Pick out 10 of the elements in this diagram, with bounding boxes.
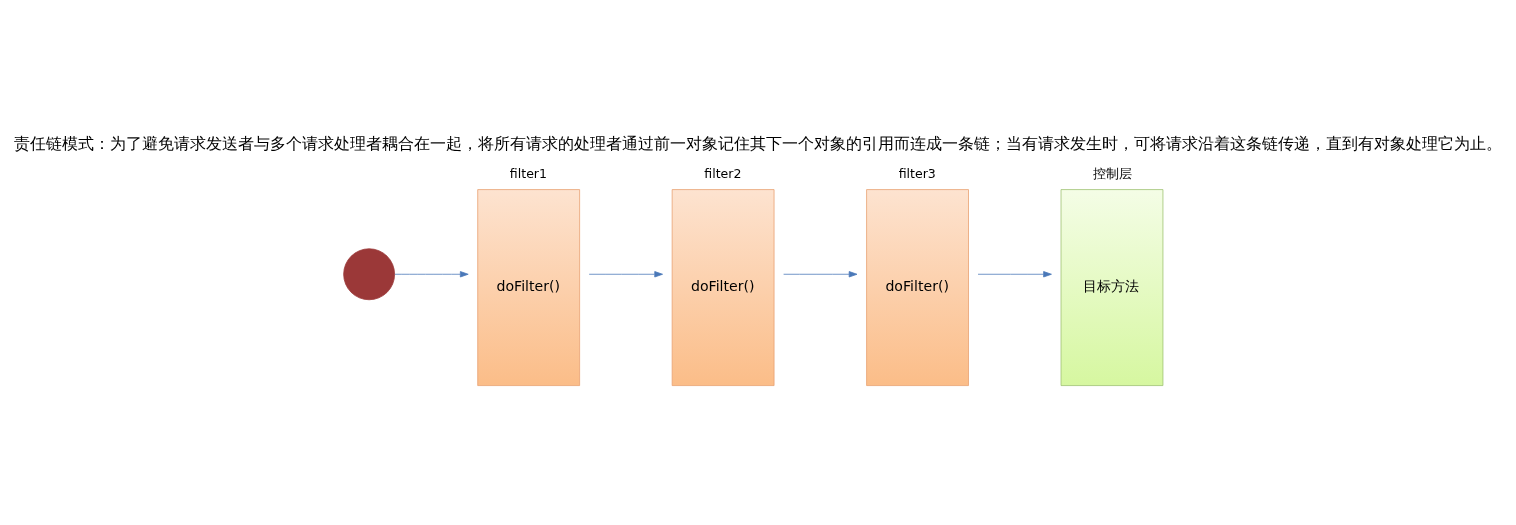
node-label: filter3 — [898, 165, 936, 181]
arrow — [783, 271, 858, 278]
node-label: 控制层 — [1093, 165, 1133, 181]
arrow — [394, 271, 469, 278]
diagram-title: 责任链模式：为了避免请求发送者与多个请求处理者耦合在一起，将所有请求的处理者通过前一对象记住其下一个对象的引用而连成一条链；当有请求发生时，可将请求沿着这条链传递，直到有对象处理它为止。 — [14, 133, 1502, 153]
node-label: filter1 — [509, 165, 547, 181]
arrow — [977, 271, 1052, 278]
arrow — [588, 271, 663, 278]
node-label: filter2 — [704, 165, 742, 181]
node-person — [343, 248, 395, 301]
